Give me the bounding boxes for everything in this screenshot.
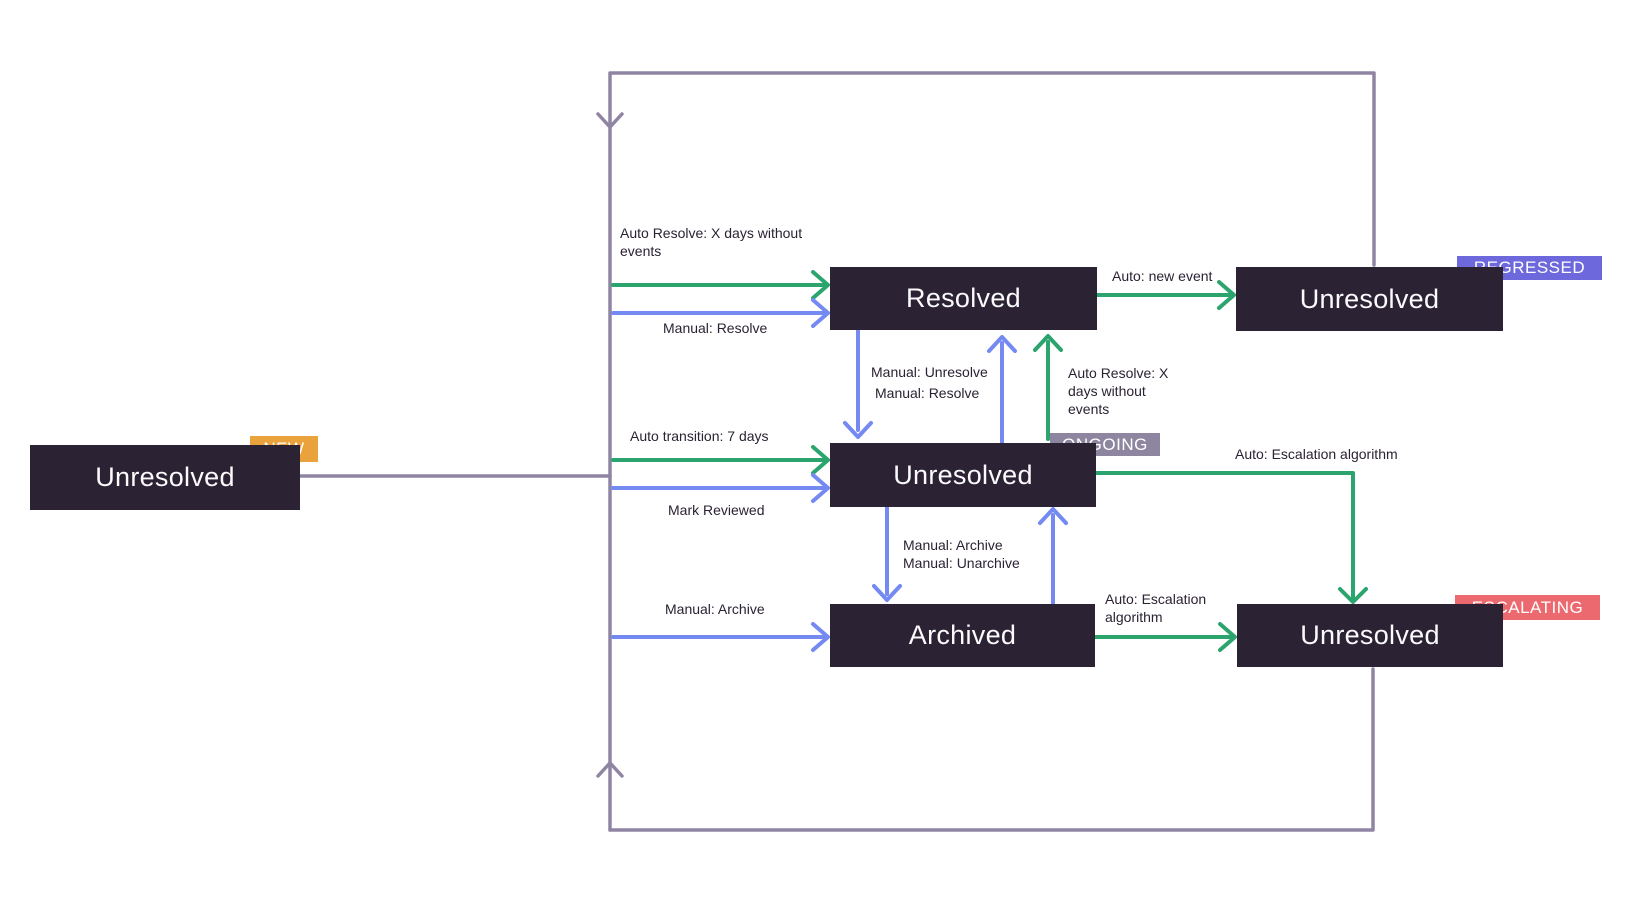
state-box-regressed-unresolved: Unresolved [1236,267,1503,331]
state-box-label: Archived [908,620,1017,650]
edge-auto-escalation-ongoing [1094,471,1355,600]
edge-label-auto-escalation-archived: Auto: Escalation algorithm [1105,591,1207,625]
state-box-label: Unresolved [1300,620,1440,650]
edge-label-mark-reviewed: Mark Reviewed [668,502,765,518]
arrowhead-icon [811,270,830,300]
gray-arrowhead-down-icon [596,112,624,129]
edge-label-manual-unresolve: Manual: Unresolve [871,364,988,380]
arrowhead-icon [811,445,830,475]
edge-label-auto-new-event: Auto: new event [1112,268,1213,284]
gray-arrowhead-up-icon [596,761,624,778]
state-box-archived: Archived [830,604,1095,667]
gray-loop-bottom [608,667,1375,832]
state-box-escalating-unresolved: Unresolved [1237,604,1503,667]
arrowhead-icon [811,622,830,652]
state-box-ongoing-unresolved: Unresolved [830,443,1096,507]
edge-label-auto-escalation-ongoing: Auto: Escalation algorithm [1235,446,1398,462]
gray-feedback-loop [298,71,1376,832]
arrowhead-icon [1033,334,1063,352]
edge-label-manual-archive-mid: Manual: Archive [903,537,1003,553]
arrowhead-icon [811,298,830,328]
state-box-label: Resolved [906,283,1021,313]
arrowhead-icon [811,473,830,503]
arrowhead-icon [1038,507,1068,525]
arrowhead-icon [1218,622,1237,652]
edge-label-auto-transition: Auto transition: 7 days [630,428,769,444]
edge-label-manual-unarchive-mid: Manual: Unarchive [903,555,1020,571]
arrowhead-icon [987,335,1017,353]
state-box-label: Unresolved [95,462,235,492]
state-box-label: Unresolved [893,459,1033,490]
gray-loop-top [608,71,1376,832]
green-auto-edges [611,270,1368,652]
edge-label-auto-resolve-up: Auto Resolve: X days without events [1068,365,1169,417]
edge-label-auto-resolve-left: Auto Resolve: X days without events [620,225,803,259]
edge-label-manual-resolve-mid: Manual: Resolve [875,385,980,401]
state-box-resolved: Resolved [830,267,1097,330]
arrowhead-icon [872,584,902,602]
arrowhead-icon [843,421,873,439]
edge-label-manual-archive-left: Manual: Archive [665,601,765,617]
edge-label-manual-resolve-left: Manual: Resolve [663,320,768,336]
state-box-new-unresolved: Unresolved [30,445,300,510]
arrowhead-icon [1217,280,1236,310]
state-box-label: Unresolved [1299,283,1440,314]
blue-manual-edges [611,298,1068,652]
arrowhead-icon [1338,587,1368,604]
